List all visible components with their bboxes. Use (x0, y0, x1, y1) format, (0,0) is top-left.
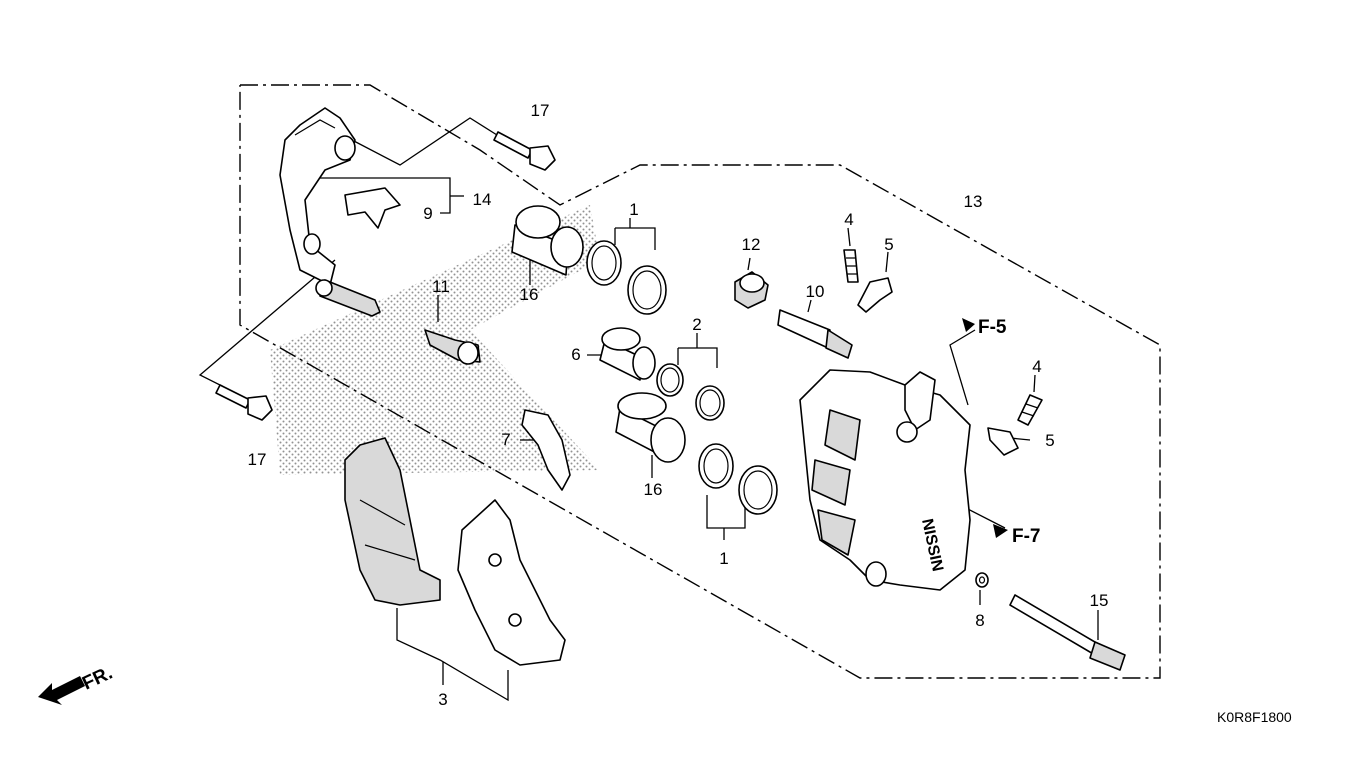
callout-4-top: 4 (844, 210, 853, 229)
slide-pin (424, 329, 481, 365)
bleeder-screw-top (843, 249, 859, 283)
callout-7: 7 (501, 430, 510, 449)
mounting-bolt-top (493, 131, 556, 171)
callout-16-bottom: 16 (644, 480, 663, 499)
piston-seals-top (586, 240, 667, 315)
ref-arrow-f5 (962, 318, 975, 332)
piston-large-top (511, 205, 584, 276)
ref-label-f7: F-7 (1012, 526, 1041, 547)
callout-15: 15 (1090, 591, 1109, 610)
caliper-pin (777, 309, 853, 359)
drawing-code: K0R8F1800 (1217, 709, 1292, 725)
callout-3: 3 (438, 690, 447, 709)
callout-9: 9 (423, 204, 432, 223)
caliper-body: NISSIN (799, 369, 971, 591)
pin-boot (734, 271, 769, 309)
callout-12: 12 (742, 235, 761, 254)
caliper-bracket (279, 107, 381, 317)
callout-numbers: 17 14 9 1 13 4 12 5 11 16 10 2 6 4 17 7 … (248, 101, 1109, 709)
pad-spring-clip (344, 187, 401, 229)
mounting-bolt-left (215, 384, 273, 421)
front-direction-label: FR. (79, 663, 116, 695)
bleeder-cap-right (987, 427, 1019, 456)
callout-17-left: 17 (248, 450, 267, 469)
callout-10: 10 (806, 282, 825, 301)
washer (975, 572, 989, 588)
bleeder-screw-right (1017, 394, 1043, 426)
assembly-outline-bracket (239, 84, 1161, 679)
piston-seals-middle (656, 363, 725, 421)
pad-retainer (521, 409, 571, 491)
callout-6: 6 (571, 345, 580, 364)
callout-5-top: 5 (884, 235, 893, 254)
callout-1-bottom: 1 (719, 549, 728, 568)
long-pin (1009, 594, 1126, 671)
callout-16-top: 16 (520, 285, 539, 304)
brake-pad-front (344, 437, 441, 606)
piston-large-bottom (615, 392, 686, 463)
ref-arrow-f7 (993, 524, 1008, 538)
front-direction-arrow: FR. (38, 663, 116, 705)
brake-pad-rear (457, 499, 566, 666)
ref-label-f5: F-5 (978, 317, 1007, 338)
callout-17-top: 17 (531, 101, 550, 120)
callout-4-right: 4 (1032, 357, 1041, 376)
bleeder-cap-top (857, 277, 893, 313)
callout-1-top: 1 (629, 200, 638, 219)
leader-lines (198, 117, 1099, 702)
callout-11: 11 (432, 277, 450, 296)
callout-13: 13 (964, 192, 983, 211)
piston-small (599, 327, 656, 381)
piston-seals-bottom (698, 443, 778, 515)
callout-14: 14 (473, 190, 492, 209)
callout-8: 8 (975, 611, 984, 630)
callout-5-right: 5 (1045, 431, 1054, 450)
callout-2: 2 (692, 315, 701, 334)
